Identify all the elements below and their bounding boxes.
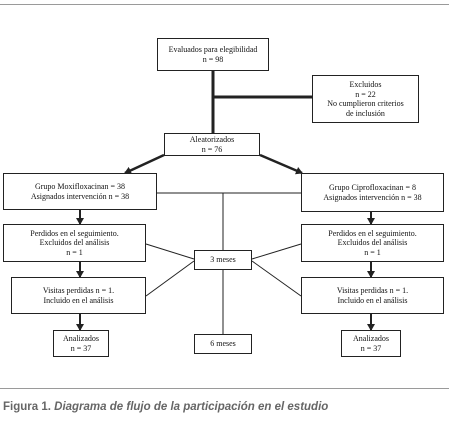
cipro-visits-label: Visitas perdidas n = 1. (336, 286, 409, 295)
moxi-analyzed-box: Analizados n = 37 (53, 330, 109, 357)
moxi-analyzed-label: Analizados (63, 334, 99, 343)
moxi-lost-count: n = 1 (66, 247, 83, 257)
moxi-analyzed-count: n = 37 (70, 343, 92, 353)
moxi-lost-label: Perdidos en el seguimiento. (30, 228, 119, 238)
top-rule (0, 4, 449, 5)
bottom-rule (0, 388, 449, 389)
evaluated-box: Evaluados para elegibilidad n = 98 (157, 38, 269, 71)
caption-prefix: Figura 1. (3, 401, 51, 413)
moxi-visits-label: Visitas perdidas n = 1. (42, 286, 115, 295)
cipro-group-label: Grupo Ciprofloxacinan = 8 (329, 183, 416, 192)
cipro-lost-count: n = 1 (364, 247, 381, 257)
evaluated-label: Evaluados para elegibilidad (168, 45, 258, 54)
cipro-group-box: Grupo Ciprofloxacinan = 8 Asignados inte… (301, 173, 444, 212)
excluded-count: n = 22 (355, 89, 376, 99)
moxi-group-box: Grupo Moxifloxacinan = 38 Asignados inte… (3, 173, 157, 210)
excluded-reason-2: de inclusión (346, 108, 385, 118)
moxi-visits-box: Visitas perdidas n = 1. Incluido en el a… (11, 277, 146, 314)
cipro-group-assigned: Asignados intervención n = 38 (323, 192, 422, 202)
caption-text: Diagrama de flujo de la participación en… (54, 401, 329, 413)
figure-caption: Figura 1. Diagrama de flujo de la partic… (3, 401, 447, 413)
randomized-to-moxi-arrow (124, 153, 165, 175)
evaluated-count: n = 98 (202, 54, 224, 64)
randomized-label: Aleatorizados (189, 135, 235, 144)
excluded-label: Excluidos (349, 80, 382, 89)
three-months-to-cipro-visits (251, 260, 302, 297)
three-months-to-cipro-lost (251, 243, 302, 260)
cipro-lost-box: Perdidos en el seguimiento. Excluidos de… (301, 224, 444, 262)
cipro-visits-box: Visitas perdidas n = 1. Incluido en el a… (301, 277, 444, 314)
six-months-label: 6 meses (210, 339, 236, 349)
cipro-lost-excluded: Excluidos del análisis (337, 238, 408, 248)
cipro-analyzed-count: n = 37 (360, 343, 382, 353)
flow-diagram-connectors (76, 71, 375, 334)
moxi-visits-included: Incluido en el análisis (43, 295, 114, 305)
cipro-visits-included: Incluido en el análisis (337, 295, 408, 305)
three-months-box: 3 meses (194, 250, 252, 270)
six-months-box: 6 meses (194, 334, 252, 354)
three-months-to-moxi-visits (145, 260, 195, 297)
moxi-lost-box: Perdidos en el seguimiento. Excluidos de… (3, 224, 146, 262)
randomized-to-cipro-arrow (259, 153, 303, 175)
randomized-count: n = 76 (201, 144, 223, 154)
excluded-reason-1: No cumplieron criterios (327, 99, 404, 108)
randomized-box: Aleatorizados n = 76 (164, 133, 260, 156)
moxi-group-assigned: Asignados intervención n = 38 (30, 191, 130, 201)
cipro-lost-label: Perdidos en el seguimiento. (328, 228, 417, 238)
moxi-lost-excluded: Excluidos del análisis (39, 238, 110, 248)
three-months-label: 3 meses (210, 255, 236, 265)
moxi-group-label: Grupo Moxifloxacinan = 38 (34, 182, 126, 191)
cipro-analyzed-label: Analizados (353, 334, 389, 343)
three-months-to-moxi-lost (145, 243, 195, 260)
excluded-box: Excluidos n = 22 No cumplieron criterios… (312, 75, 419, 123)
cipro-analyzed-box: Analizados n = 37 (341, 330, 401, 357)
